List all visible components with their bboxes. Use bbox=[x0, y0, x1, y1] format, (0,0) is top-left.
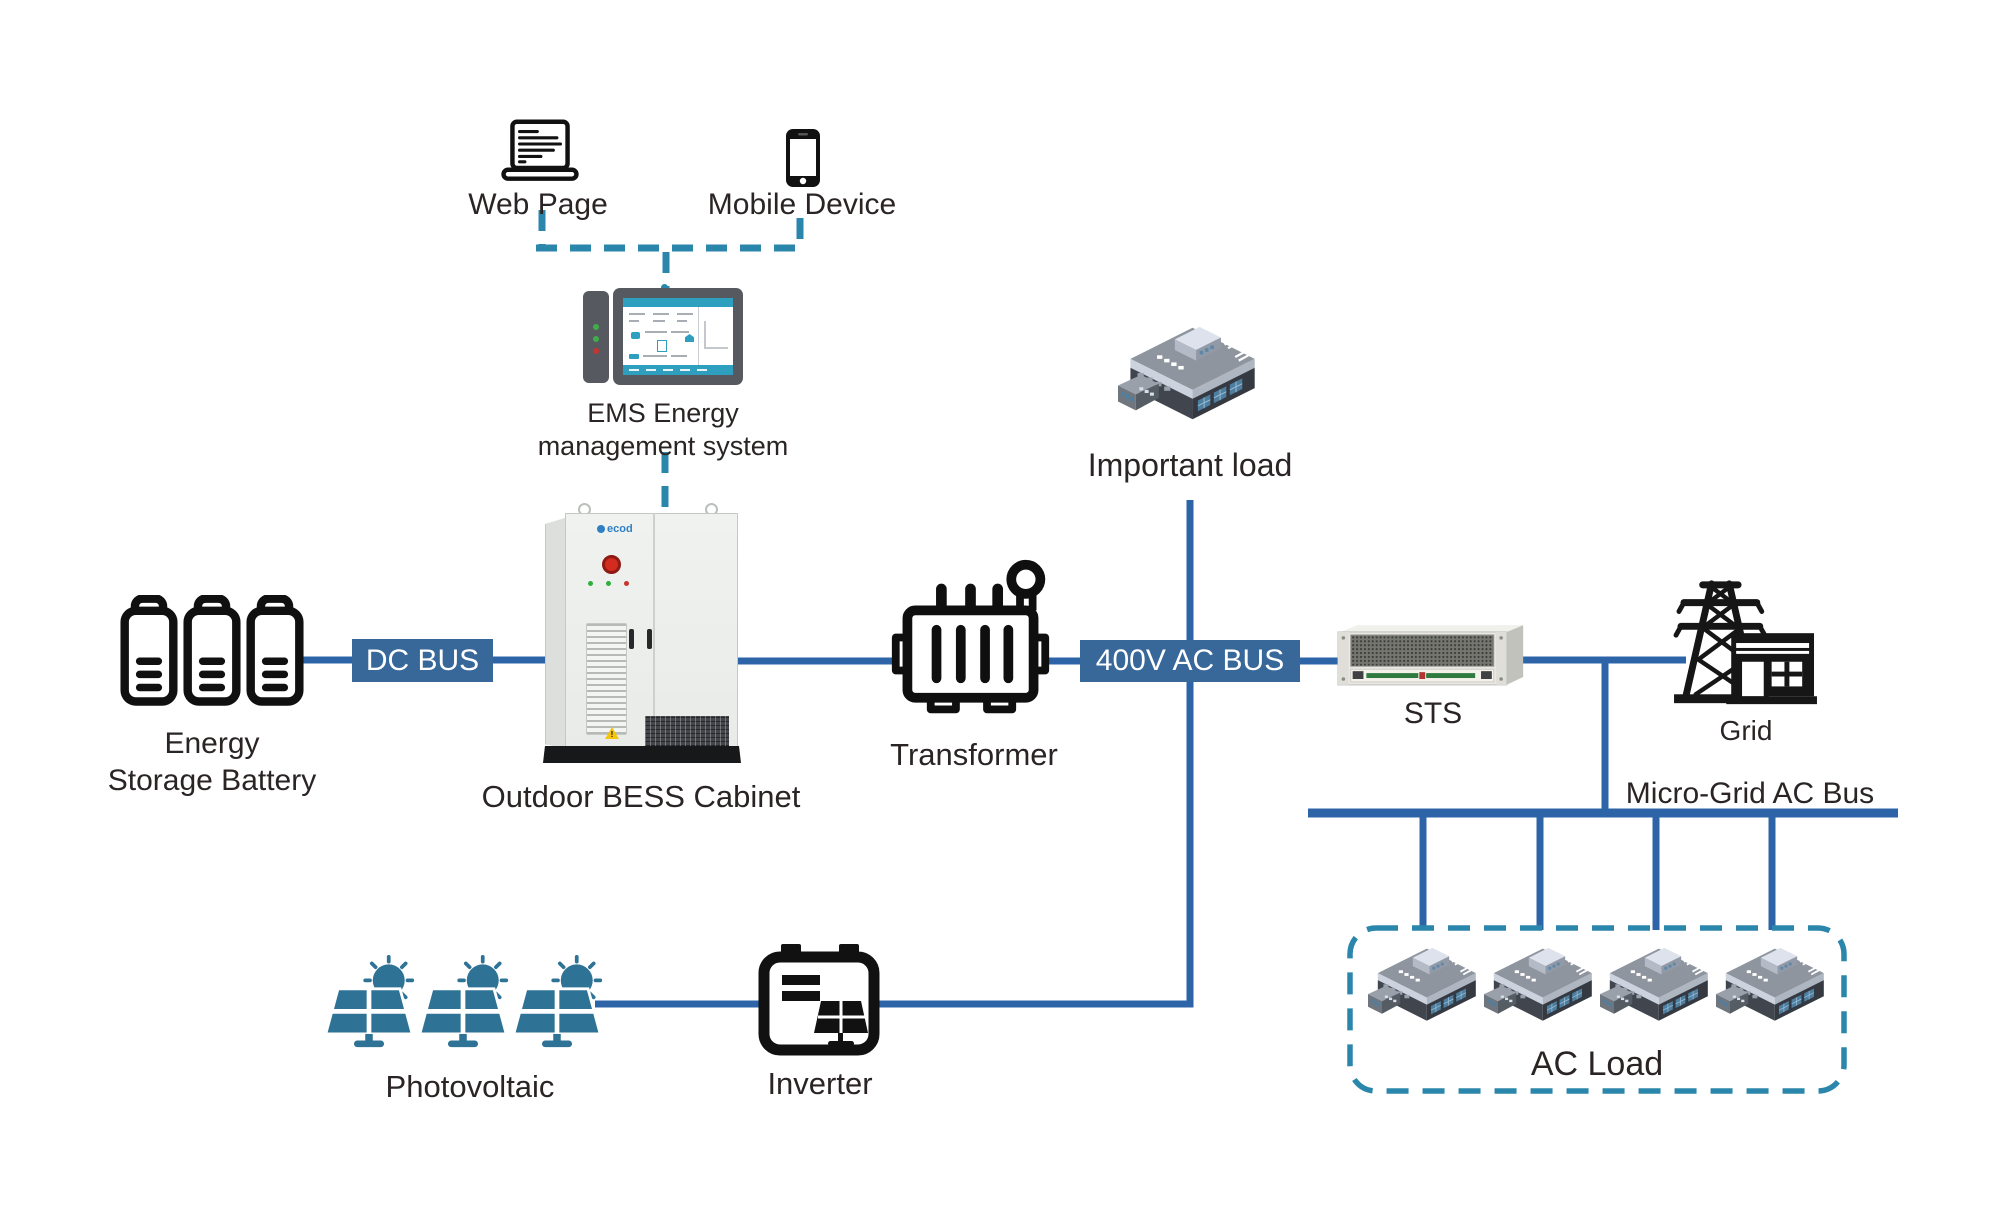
ems-led-red bbox=[593, 348, 599, 354]
ems-screen bbox=[623, 298, 733, 375]
mobile-device-icon bbox=[785, 128, 821, 188]
grid-icon bbox=[1672, 576, 1820, 714]
cabinet-door-divider bbox=[653, 513, 655, 746]
ems-led-green-1 bbox=[593, 324, 599, 330]
pv-group bbox=[322, 952, 604, 1052]
ac-bus-box: 400V AC BUS bbox=[1080, 640, 1300, 682]
ac-load-icon bbox=[1484, 938, 1596, 1025]
brand-logo-icon bbox=[597, 525, 605, 533]
cabinet-label: Outdoor BESS Cabinet bbox=[481, 779, 801, 814]
solid-power-lines bbox=[300, 500, 1686, 1008]
cabinet-brand-logo: ecod bbox=[597, 523, 633, 535]
cabinet-door-handle bbox=[629, 629, 634, 649]
grid-label: Grid bbox=[1719, 715, 1773, 746]
solar-panel-icon bbox=[510, 952, 604, 1052]
comm-dashed-lines bbox=[536, 210, 805, 516]
transformer-icon bbox=[888, 553, 1053, 725]
battery-icon bbox=[183, 595, 241, 707]
inverter-label: Inverter bbox=[767, 1066, 873, 1101]
microgrid-bus-label: Micro-Grid AC Bus bbox=[1625, 777, 1875, 810]
dc-bus-box: DC BUS bbox=[352, 639, 493, 682]
cabinet-air-grille bbox=[586, 623, 627, 735]
emergency-stop-button bbox=[602, 555, 621, 574]
battery-group bbox=[120, 595, 304, 707]
cabinet-base bbox=[543, 746, 741, 763]
cabinet-led-green-2 bbox=[606, 581, 611, 586]
web-page-label: Web Page bbox=[468, 188, 608, 221]
ac-load-icon bbox=[1368, 938, 1480, 1025]
solar-panel-icon bbox=[416, 952, 510, 1052]
dc-bus-label: DC BUS bbox=[365, 643, 480, 677]
mobile-device-label: Mobile Device bbox=[707, 188, 897, 221]
cabinet-led-green-1 bbox=[588, 581, 593, 586]
important-load-icon bbox=[1118, 306, 1260, 433]
sts-label: STS bbox=[1403, 697, 1463, 730]
cabinet-bottom-vents bbox=[645, 716, 729, 746]
cabinet-door-handle bbox=[647, 629, 652, 649]
battery-icon bbox=[246, 595, 304, 707]
inverter-icon bbox=[757, 944, 881, 1058]
laptop-icon bbox=[500, 118, 580, 186]
ems-screen-footer bbox=[623, 365, 733, 375]
ems-antenna-dot bbox=[661, 284, 668, 291]
important-load-label: Important load bbox=[1087, 447, 1293, 483]
ac-load-label: AC Load bbox=[1530, 1045, 1664, 1083]
battery-label: Energy Storage Battery bbox=[107, 727, 317, 797]
ems-screen-chart-panel bbox=[698, 307, 733, 365]
ems-screen-header bbox=[623, 298, 733, 307]
ac-bus-label: 400V AC BUS bbox=[1095, 644, 1285, 677]
ac-load-group-box bbox=[1347, 925, 1847, 1094]
ems-led-green-2 bbox=[593, 336, 599, 342]
cabinet-led-red bbox=[624, 581, 629, 586]
battery-icon bbox=[120, 595, 178, 707]
solar-panel-icon bbox=[322, 952, 416, 1052]
bess-cabinet: ecod ! bbox=[543, 503, 741, 763]
ac-load-icon bbox=[1600, 938, 1712, 1025]
transformer-label: Transformer bbox=[890, 737, 1058, 772]
ems-label: EMS Energy management system bbox=[537, 398, 789, 462]
pv-label: Photovoltaic bbox=[385, 1069, 555, 1104]
sts-icon bbox=[1336, 620, 1532, 689]
ems-device bbox=[583, 284, 743, 385]
ac-load-icon bbox=[1716, 938, 1828, 1025]
microgrid-bus-lines bbox=[1308, 808, 1898, 930]
